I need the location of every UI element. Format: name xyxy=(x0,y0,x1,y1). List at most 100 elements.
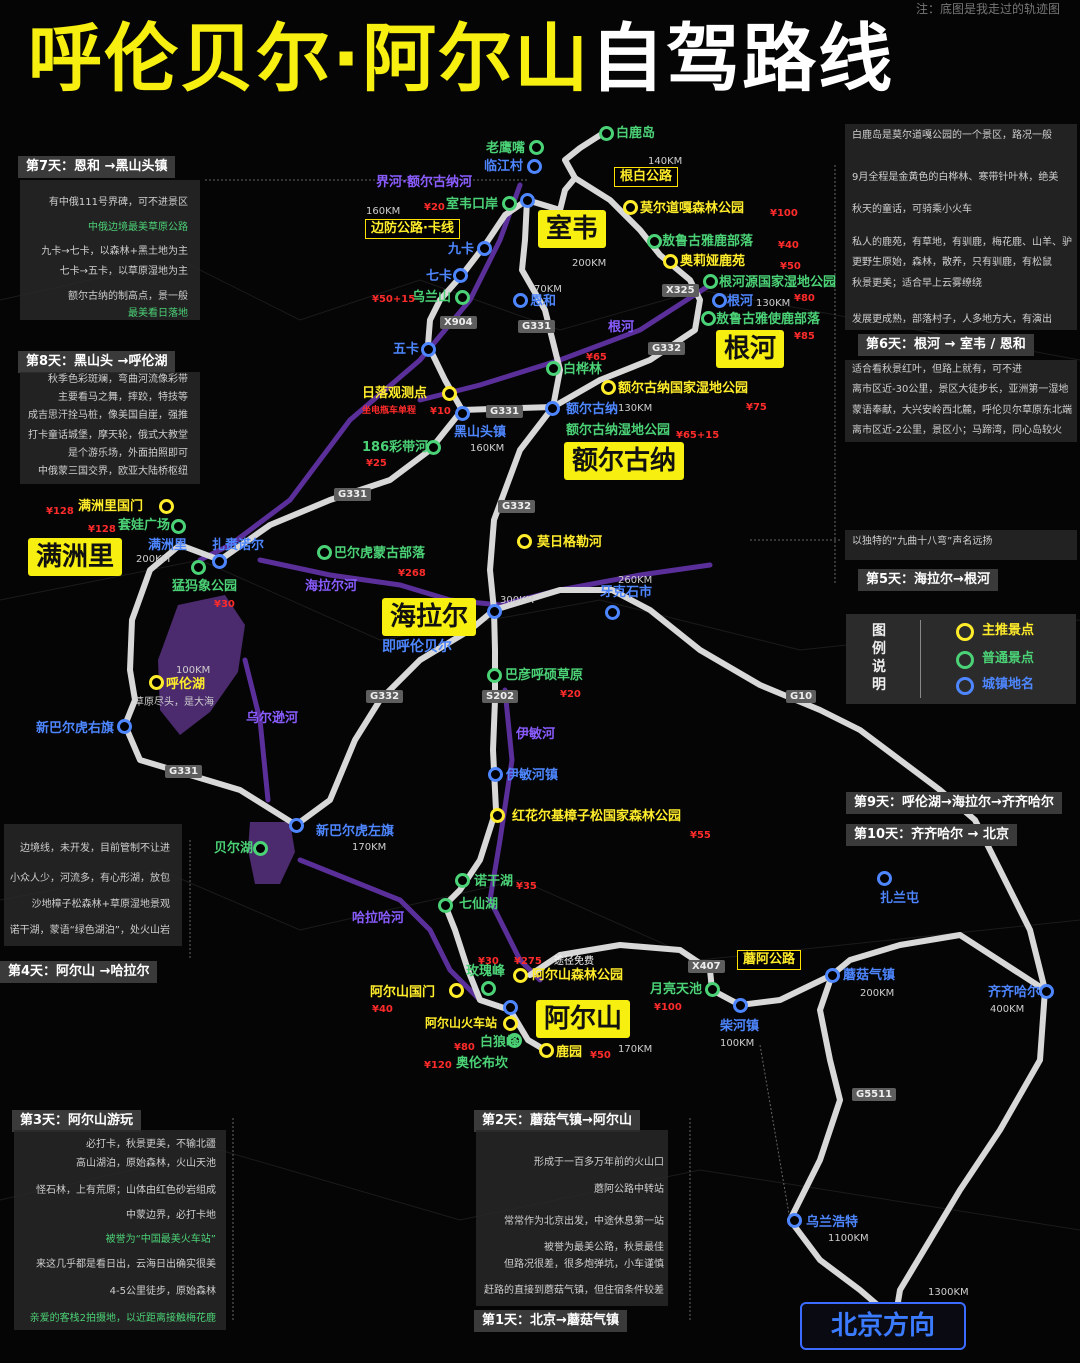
town-linjiang[interactable]: 临江村 xyxy=(484,159,524,174)
place-moon-lake[interactable]: 月亮天池 xyxy=(650,982,703,997)
place-manzhouli-gate[interactable]: 满洲里国门 xyxy=(78,499,144,514)
place-bailangfeng[interactable]: 白狼峰 xyxy=(480,1035,520,1050)
place-erguna-wetland[interactable]: 额尔古纳国家湿地公园 xyxy=(618,381,749,396)
place-honghuaerji[interactable]: 红花尔基樟子松国家森林公园 xyxy=(512,809,682,824)
map-marker-dot[interactable] xyxy=(317,545,332,560)
map-marker-dot[interactable] xyxy=(701,311,716,326)
town-xinbaerhu-left[interactable]: 新巴尔虎左旗 xyxy=(316,824,395,839)
map-marker-dot[interactable] xyxy=(453,268,468,283)
map-marker-dot[interactable] xyxy=(601,380,616,395)
place-meiguifeng[interactable]: 玫瑰峰 xyxy=(466,964,506,979)
map-marker-dot[interactable] xyxy=(733,998,748,1013)
town-zhalantun[interactable]: 扎兰屯 xyxy=(880,891,920,906)
map-marker-dot[interactable] xyxy=(438,898,453,913)
place-laoyingzui[interactable]: 老鹰嘴 xyxy=(486,141,526,156)
map-marker-dot[interactable] xyxy=(455,406,470,421)
map-marker-dot[interactable] xyxy=(421,342,436,357)
map-marker-dot[interactable] xyxy=(705,982,720,997)
map-marker-dot[interactable] xyxy=(149,675,164,690)
town-erguna[interactable]: 额尔古纳 xyxy=(566,402,619,417)
town-wuka[interactable]: 五卡 xyxy=(393,342,420,357)
place-aolugu-b[interactable]: 敖鲁古雅使鹿部落 xyxy=(716,312,821,327)
place-erguna-wetland-park[interactable]: 额尔古纳湿地公园 xyxy=(566,423,671,438)
town-chaihe[interactable]: 柴河镇 xyxy=(720,1019,760,1034)
place-hulun-lake[interactable]: 呼伦湖 xyxy=(166,677,206,692)
town-wulanhaote[interactable]: 乌兰浩特 xyxy=(806,1215,859,1230)
map-marker-dot[interactable] xyxy=(477,241,492,256)
place-genheyuan[interactable]: 根河源国家湿地公园 xyxy=(719,275,837,290)
place-bailudao[interactable]: 白鹿岛 xyxy=(616,126,656,141)
town-manzhouli[interactable]: 满洲里 xyxy=(148,538,188,553)
place-morigele[interactable]: 莫日格勒河 xyxy=(537,535,603,550)
map-marker-dot[interactable] xyxy=(487,668,502,683)
map-marker-dot[interactable] xyxy=(599,126,614,141)
place-mammoth[interactable]: 猛犸象公园 xyxy=(172,579,238,594)
place-aolunbukan[interactable]: 奥伦布坎 xyxy=(456,1056,509,1071)
map-marker-dot[interactable] xyxy=(455,873,470,888)
map-marker-dot[interactable] xyxy=(488,767,503,782)
place-bayan-grassland[interactable]: 巴彦呼硕草原 xyxy=(505,668,584,683)
map-marker-dot[interactable] xyxy=(527,159,542,174)
town-jiuka[interactable]: 九卡 xyxy=(448,242,475,257)
map-marker-dot[interactable] xyxy=(545,401,560,416)
map-marker-dot[interactable] xyxy=(529,140,544,155)
town-enhe[interactable]: 恩和 xyxy=(530,294,557,309)
place-baerhu-tribe[interactable]: 巴尔虎蒙古部落 xyxy=(334,546,426,561)
map-marker-dot[interactable] xyxy=(455,290,470,305)
map-marker-dot[interactable] xyxy=(513,968,528,983)
place-moerdaoga[interactable]: 莫尔道嘎森林公园 xyxy=(640,201,745,216)
place-aolugu-a[interactable]: 敖鲁古雅鹿部落 xyxy=(662,234,754,249)
place-186-river[interactable]: 186彩带河 xyxy=(362,440,429,455)
place-qixian-lake[interactable]: 七仙湖 xyxy=(459,897,499,912)
map-marker-dot[interactable] xyxy=(159,499,174,514)
map-marker-dot[interactable] xyxy=(647,234,662,249)
place-aershan-gate[interactable]: 阿尔山国门 xyxy=(370,985,436,1000)
map-marker-dot[interactable] xyxy=(1039,984,1054,999)
map-marker-dot[interactable] xyxy=(481,981,496,996)
map-marker-dot[interactable] xyxy=(605,605,620,620)
map-marker-dot[interactable] xyxy=(289,818,304,833)
map-marker-dot[interactable] xyxy=(520,193,535,208)
map-marker-dot[interactable] xyxy=(503,1016,518,1031)
town-zhalainuoer[interactable]: 扎赉诺尔 xyxy=(212,538,265,553)
map-marker-dot[interactable] xyxy=(546,361,561,376)
town-heishantou[interactable]: 黑山头镇 xyxy=(454,425,507,440)
place-nuogan-lake[interactable]: 诺干湖 xyxy=(474,874,514,889)
town-mogu[interactable]: 蘑菇气镇 xyxy=(843,968,896,983)
map-marker-dot[interactable] xyxy=(253,841,268,856)
map-marker-dot[interactable] xyxy=(517,534,532,549)
place-bei-lake[interactable]: 贝尔湖 xyxy=(214,841,254,856)
town-qika[interactable]: 七卡 xyxy=(426,269,453,284)
map-marker-dot[interactable] xyxy=(513,293,528,308)
map-marker-dot[interactable] xyxy=(623,200,638,215)
map-marker-dot[interactable] xyxy=(507,1033,522,1048)
map-marker-dot[interactable] xyxy=(191,560,206,575)
map-marker-dot[interactable] xyxy=(663,254,678,269)
town-yakeshi[interactable]: 牙克石市 xyxy=(600,585,653,600)
town-yiminhe[interactable]: 伊敏河镇 xyxy=(506,768,559,783)
place-wulanshan[interactable]: 乌兰山 xyxy=(412,290,452,305)
town-qiqihar[interactable]: 齐齐哈尔 xyxy=(988,985,1041,1000)
place-sunset[interactable]: 日落观测点 xyxy=(362,386,428,401)
place-luyuan[interactable]: 鹿园 xyxy=(556,1045,583,1060)
map-marker-dot[interactable] xyxy=(487,604,502,619)
map-marker-dot[interactable] xyxy=(426,440,441,455)
map-marker-dot[interactable] xyxy=(503,1000,518,1015)
map-marker-dot[interactable] xyxy=(825,968,840,983)
map-marker-dot[interactable] xyxy=(212,554,227,569)
place-baihualin[interactable]: 白桦林 xyxy=(563,362,603,377)
map-marker-dot[interactable] xyxy=(117,719,132,734)
map-marker-dot[interactable] xyxy=(490,808,505,823)
town-genhe[interactable]: 根河 xyxy=(727,294,754,309)
map-marker-dot[interactable] xyxy=(877,871,892,886)
map-marker-dot[interactable] xyxy=(502,196,517,211)
map-marker-dot[interactable] xyxy=(171,519,186,534)
map-marker-dot[interactable] xyxy=(712,293,727,308)
map-marker-dot[interactable] xyxy=(703,274,718,289)
map-marker-dot[interactable] xyxy=(787,1213,802,1228)
map-marker-dot[interactable] xyxy=(442,386,457,401)
place-aershan-station[interactable]: 阿尔山火车站 xyxy=(425,1016,498,1030)
map-marker-dot[interactable] xyxy=(539,1043,554,1058)
place-aershan-forest[interactable]: 阿尔山森林公园 xyxy=(532,968,624,983)
place-aoliya[interactable]: 奥莉娅鹿苑 xyxy=(680,254,746,269)
